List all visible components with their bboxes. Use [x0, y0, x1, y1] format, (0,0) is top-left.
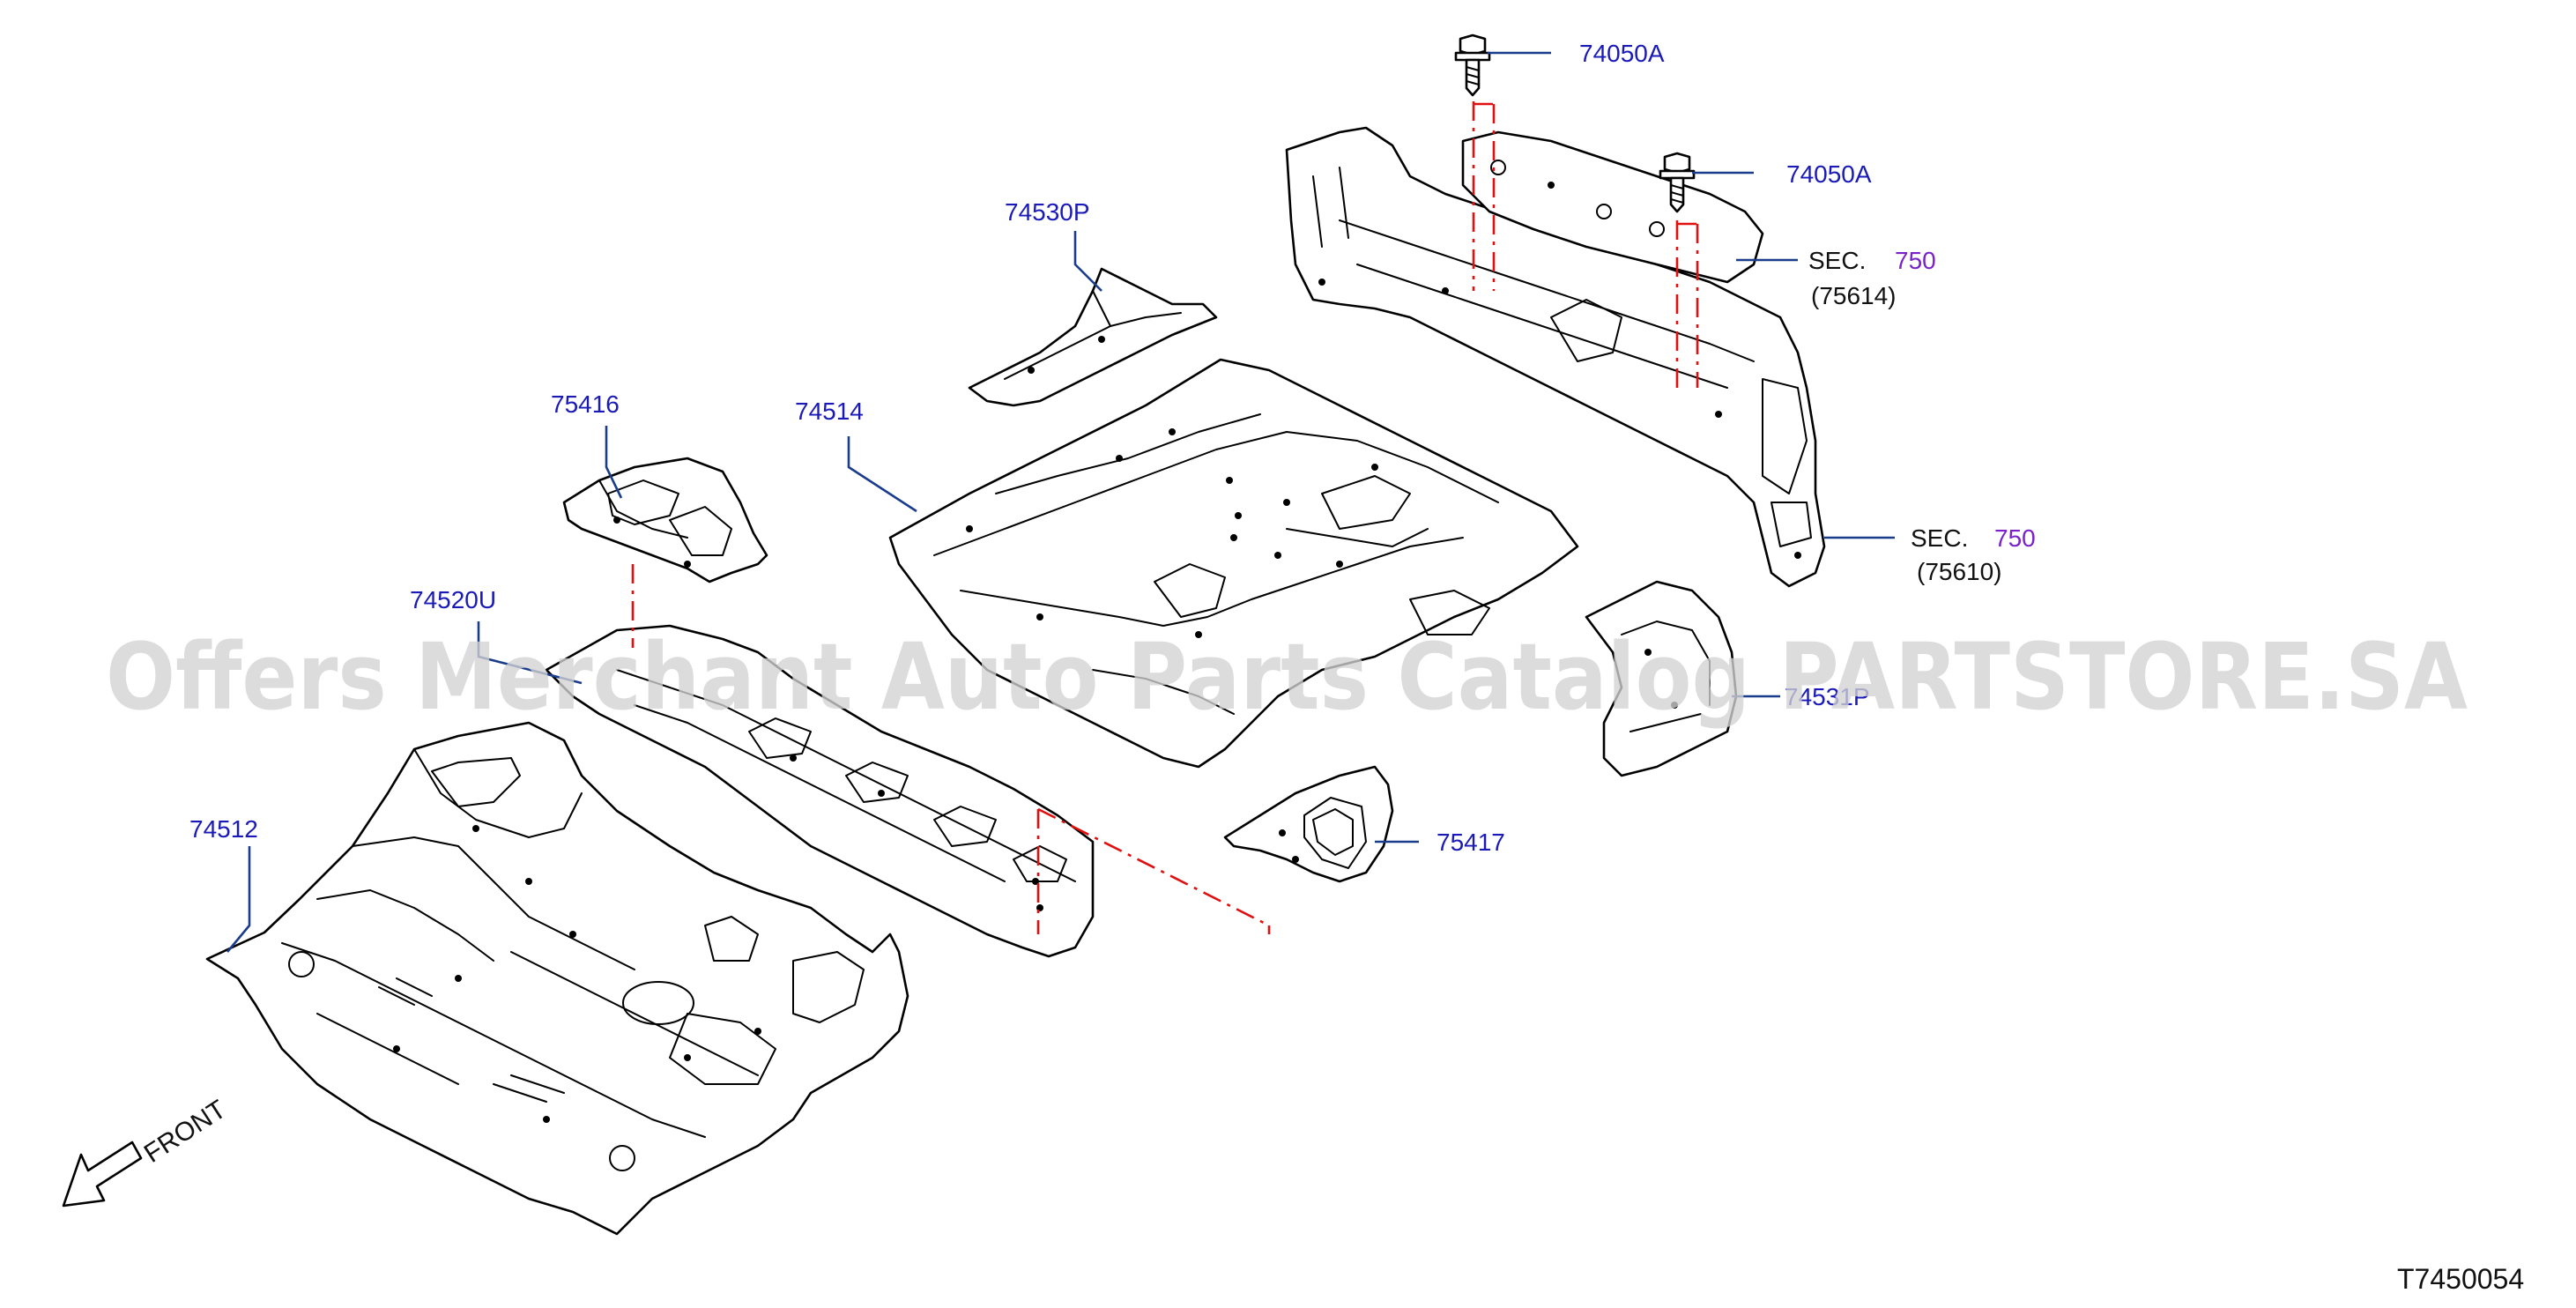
part-label-74531P: 74531P [1785, 683, 1870, 710]
rear-cross-member-assembly [1285, 126, 1826, 588]
part-label-74050A-lower: 74050A [1786, 160, 1872, 188]
section-subref: (75610) [1917, 558, 2002, 585]
section-ref-75614: SEC. 750 (75614) [1808, 247, 1936, 309]
watermark: Offers Merchant Auto Parts Catalog PARTS… [106, 623, 2468, 731]
side-member-74530P [968, 267, 1218, 407]
part-labels: 74050A 74050A 74530P 74514 75416 74520U … [189, 40, 1872, 856]
front-floor-panel-74512 [205, 721, 909, 1236]
cross-member-74520U [545, 624, 1095, 958]
part-label-74530P: 74530P [1005, 198, 1090, 226]
part-label-75417: 75417 [1436, 829, 1505, 856]
bracket-75417 [1223, 765, 1394, 883]
front-arrow-icon [62, 1141, 143, 1208]
leader-lines [226, 51, 1895, 953]
bolt-74050A-upper [1454, 33, 1491, 97]
front-label: FRONT [139, 1095, 232, 1169]
bracket-75416 [562, 457, 768, 583]
section-ref-75610: SEC. 750 (75610) [1911, 524, 2036, 585]
rear-floor-panel-74514 [888, 358, 1579, 769]
section-number: 750 [1994, 524, 2036, 552]
part-label-74514: 74514 [795, 398, 864, 425]
section-subref: (75614) [1811, 282, 1897, 309]
part-label-74512: 74512 [189, 815, 258, 843]
section-prefix: SEC. [1808, 247, 1866, 274]
section-prefix: SEC. [1911, 524, 1968, 552]
bolt-74050A-lower [1659, 152, 1696, 213]
part-label-74050A-upper: 74050A [1579, 40, 1665, 67]
alignment-lines [631, 101, 1699, 934]
bracket-74531P [1585, 580, 1738, 777]
part-label-75416: 75416 [551, 390, 620, 418]
section-number: 750 [1895, 247, 1936, 274]
part-label-74520U: 74520U [410, 586, 496, 613]
diagram-code: T7450054 [2397, 1263, 2524, 1295]
front-direction-indicator: FRONT [62, 1095, 232, 1208]
